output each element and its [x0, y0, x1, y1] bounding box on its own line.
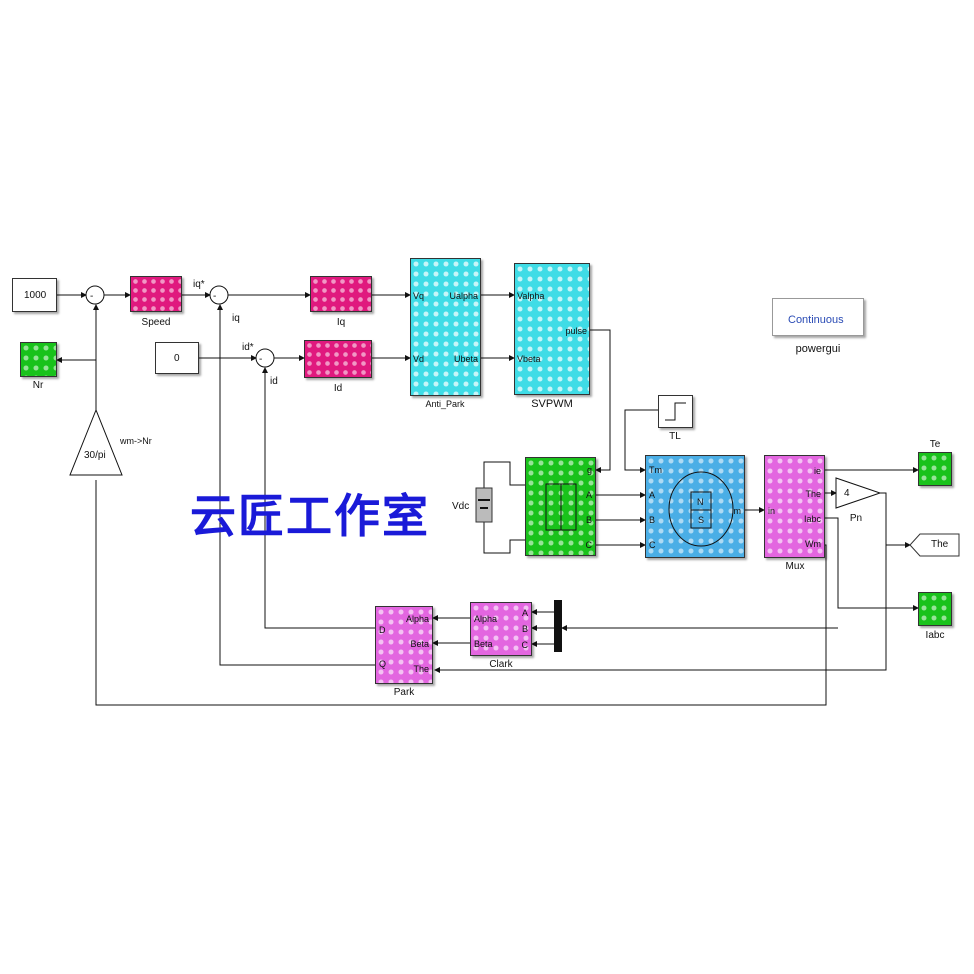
- clark-in-c: C: [521, 640, 529, 650]
- mux-out-the: The: [805, 489, 821, 499]
- demux-bar: [554, 600, 562, 652]
- svpwm-in-vbeta: Vbeta: [517, 354, 541, 364]
- wire-iq-feedback: [217, 304, 375, 666]
- anti-park-in-vd: Vd: [413, 354, 425, 364]
- iq-block-label: Iq: [336, 317, 346, 328]
- svg-text:-: -: [259, 354, 262, 365]
- nr-scope-label: Nr: [32, 380, 44, 391]
- powergui-block[interactable]: Continuous: [772, 298, 864, 336]
- anti-park-in-vq: Vq: [413, 291, 425, 301]
- id-ref-value: 0: [174, 353, 180, 364]
- gain-pn-triangle: [835, 477, 882, 509]
- park-out-d: D: [379, 625, 386, 635]
- mux-block[interactable]: in ie The Iabc Wm: [764, 455, 825, 558]
- speed-label: Speed: [141, 317, 171, 328]
- pn-gain-label: Pn: [849, 513, 863, 524]
- wire-vdc-pos: [483, 461, 525, 488]
- tl-step-block[interactable]: [658, 395, 693, 428]
- clark-out-alpha: Alpha: [474, 614, 498, 624]
- svpwm-in-valpha: Valpha: [517, 291, 545, 301]
- wire-pulse: [590, 329, 611, 473]
- pmsm-motor-block[interactable]: Tm A B C m N S: [645, 455, 745, 558]
- mux-in: in: [768, 506, 776, 516]
- id-block-label: Id: [333, 383, 343, 394]
- speed-ref-constant[interactable]: 1000: [12, 278, 57, 312]
- watermark-text: 云匠工作室: [190, 489, 430, 543]
- svpwm-out-pulse: pulse: [565, 326, 587, 336]
- motor-out-m: m: [733, 506, 742, 516]
- the-goto-label: The: [931, 539, 949, 550]
- anti-park-block[interactable]: Vq Vd Ualpha Ubeta: [410, 258, 481, 396]
- mux-out-iabc: Iabc: [803, 514, 821, 524]
- gain-30pi-label: wm->Nr: [120, 436, 152, 446]
- svg-text:-: -: [90, 291, 93, 302]
- park-in-beta: Beta: [410, 639, 429, 649]
- mux-out-wm: Wm: [805, 539, 821, 549]
- inverter-port-b: B: [585, 515, 592, 525]
- motor-in-tm: Tm: [649, 465, 662, 475]
- inverter-port-a: A: [585, 490, 592, 500]
- inverter-block[interactable]: g A B C: [525, 457, 596, 556]
- te-scope[interactable]: [918, 452, 952, 486]
- pn-gain-value: 4: [844, 488, 850, 499]
- motor-in-a: A: [649, 490, 656, 500]
- svpwm-block[interactable]: Valpha Vbeta pulse: [514, 263, 590, 395]
- vdc-source: [475, 487, 493, 523]
- vdc-label: Vdc: [452, 501, 470, 512]
- svpwm-label: SVPWM: [531, 398, 573, 410]
- iq-star-label: iq*: [193, 279, 205, 290]
- the-goto-tag[interactable]: The: [910, 533, 960, 557]
- motor-in-c: C: [649, 540, 656, 550]
- wire-the-to-park: [434, 545, 887, 673]
- id-ref-constant[interactable]: 0: [155, 342, 199, 374]
- te-scope-label: Te: [929, 439, 941, 450]
- wire-id-feedback: [262, 367, 375, 629]
- tl-label: TL: [669, 431, 681, 442]
- iq-pi-block[interactable]: [310, 276, 372, 312]
- motor-in-b: B: [649, 515, 656, 525]
- sum-iq: [209, 285, 229, 305]
- iabc-scope-label: Iabc: [925, 630, 945, 641]
- sum-id: [255, 348, 275, 368]
- mux-label: Mux: [785, 561, 805, 572]
- gain-30pi-value: 30/pi: [84, 450, 106, 461]
- park-in-alpha: Alpha: [405, 614, 429, 624]
- clark-in-b: B: [521, 624, 528, 634]
- powergui-mode: Continuous: [788, 314, 844, 326]
- park-in-the: The: [413, 664, 429, 674]
- powergui-label: powergui: [795, 343, 841, 355]
- sum-speed: [85, 285, 105, 305]
- wire-gain-out: [880, 492, 911, 548]
- inverter-port-g: g: [586, 465, 592, 475]
- park-label: Park: [393, 687, 415, 698]
- clark-label: Clark: [489, 659, 513, 670]
- iq-label: iq: [232, 313, 240, 324]
- id-pi-block[interactable]: [304, 340, 372, 378]
- svg-text:-: -: [213, 291, 216, 302]
- gain-30pi-triangle: [69, 408, 123, 476]
- iabc-scope[interactable]: [918, 592, 952, 626]
- anti-park-out-ualpha: Ualpha: [449, 291, 478, 301]
- motor-pole-n: N: [697, 497, 704, 507]
- wire-iabc: [825, 517, 919, 611]
- clark-block[interactable]: Alpha Beta A B C: [470, 602, 532, 656]
- id-label: id: [270, 376, 278, 387]
- wire-tl: [624, 409, 658, 473]
- anti-park-out-ubeta: Ubeta: [453, 354, 478, 364]
- clark-in-a: A: [521, 608, 528, 618]
- inverter-port-c: C: [585, 540, 593, 550]
- park-out-q: Q: [379, 659, 387, 669]
- clark-out-beta: Beta: [474, 639, 493, 649]
- id-star-label: id*: [242, 342, 254, 353]
- park-block[interactable]: D Q Alpha Beta The: [375, 606, 433, 684]
- speed-ref-value: 1000: [24, 290, 47, 301]
- nr-scope[interactable]: [20, 342, 57, 377]
- speed-pi-block[interactable]: [130, 276, 182, 312]
- mux-out-ie: ie: [813, 466, 821, 476]
- anti-park-label: Anti_Park: [425, 399, 465, 409]
- motor-pole-s: S: [698, 515, 705, 525]
- wire-vdc-neg: [483, 522, 525, 554]
